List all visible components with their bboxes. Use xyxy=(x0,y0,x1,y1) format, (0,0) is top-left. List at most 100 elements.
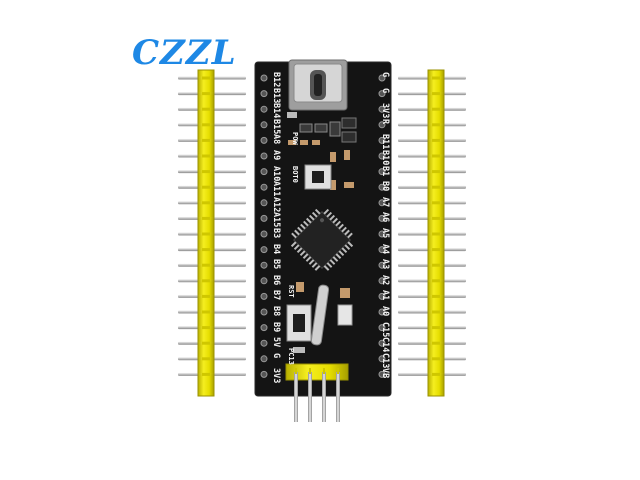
pin-label: B12 xyxy=(271,72,281,88)
pin-label: C15 xyxy=(380,321,390,337)
pin-hole xyxy=(378,355,386,363)
pin-label: A5 xyxy=(380,228,390,239)
pin-hole xyxy=(378,121,386,129)
pin-hole xyxy=(378,90,386,98)
pin-label: B8 xyxy=(271,306,281,317)
pin-hole xyxy=(260,277,268,285)
usb-c-connector xyxy=(288,59,348,111)
pin-label: B13 xyxy=(271,87,281,103)
pin-label: 3V3 xyxy=(271,368,281,384)
pin-hole xyxy=(378,246,386,254)
pcb-board xyxy=(254,59,392,397)
pin-label: A7 xyxy=(380,196,390,208)
pin-hole xyxy=(260,214,268,222)
pin-label: B3 xyxy=(271,228,281,239)
rst-label: RST xyxy=(287,285,295,298)
pin-hole xyxy=(260,199,268,207)
pin-label: A11 xyxy=(271,181,281,197)
pin-hole xyxy=(260,105,268,113)
pin-label: A6 xyxy=(380,212,390,223)
pin-label: C14 xyxy=(380,337,390,353)
pin-label: R xyxy=(380,118,390,124)
pin-hole xyxy=(378,105,386,113)
pin-label: A8 xyxy=(271,134,281,145)
pin-label: VB xyxy=(380,368,390,379)
pin-label: A12 xyxy=(271,196,281,213)
pin-hole xyxy=(260,74,268,82)
pin-hole xyxy=(260,121,268,129)
pin-label: G xyxy=(380,87,390,93)
pc13-label: PC13 xyxy=(287,348,295,365)
pin-hole xyxy=(260,324,268,332)
pin-hole xyxy=(378,230,386,238)
pin-label: G xyxy=(271,352,281,358)
pow-label: POW xyxy=(291,132,299,145)
pin-hole xyxy=(378,308,386,316)
pin-label: B6 xyxy=(271,274,281,286)
swd-pin xyxy=(294,372,298,422)
pin-hole xyxy=(260,230,268,238)
pin-hole xyxy=(260,90,268,98)
brand-logo: CZZL xyxy=(132,33,237,73)
pin-hole xyxy=(260,355,268,363)
pin-hole xyxy=(260,292,268,300)
pin-label: A9 xyxy=(271,150,281,161)
boot-label: BOT0 xyxy=(291,166,299,183)
pin-label: B15 xyxy=(271,118,281,135)
swd-pin xyxy=(336,372,340,422)
pin-label: A3 xyxy=(380,259,390,270)
pin-hole xyxy=(378,199,386,207)
pin-hole xyxy=(260,168,268,176)
pin-hole xyxy=(378,292,386,300)
pin-label: 3V3 xyxy=(380,103,390,119)
pin-hole xyxy=(260,152,268,160)
pin-hole xyxy=(378,136,386,144)
pin-hole xyxy=(378,183,386,191)
pin-label: B10 xyxy=(380,150,390,166)
left-pin-header xyxy=(178,69,246,397)
swd-pin xyxy=(322,372,326,422)
pin-hole xyxy=(378,168,386,176)
pin-label: B1 xyxy=(380,165,390,176)
pin-hole xyxy=(378,214,386,222)
pin-label: 5V xyxy=(271,337,281,348)
pin-label: B9 xyxy=(271,321,281,332)
pin-label: A10 xyxy=(271,165,281,181)
right-pin-header xyxy=(398,69,466,397)
pin-label: A0 xyxy=(380,306,390,317)
pin-hole xyxy=(260,261,268,269)
swd-pin xyxy=(308,372,312,422)
reset-button[interactable] xyxy=(286,304,312,342)
pin-hole xyxy=(378,152,386,160)
mcu-chip xyxy=(290,208,354,271)
pin-label: A15 xyxy=(271,212,281,228)
swd-pin-header xyxy=(285,363,349,422)
pin-label: B5 xyxy=(271,259,281,270)
pin-hole xyxy=(378,74,386,82)
crystal-oscillator xyxy=(310,284,330,346)
pin-label: A2 xyxy=(380,274,390,286)
pin-hole xyxy=(378,277,386,285)
pin-hole xyxy=(378,261,386,269)
pin-hole xyxy=(260,370,268,378)
boot-button[interactable] xyxy=(304,164,332,190)
pin-hole xyxy=(378,339,386,347)
pin-hole xyxy=(260,308,268,316)
pin-label: B11 xyxy=(380,134,390,150)
pin-label: A4 xyxy=(380,243,390,254)
pin-label: C13 xyxy=(380,352,390,369)
pin-label: B0 xyxy=(380,181,390,192)
pin-hole xyxy=(260,339,268,347)
pin-hole xyxy=(260,136,268,144)
pin-hole xyxy=(260,246,268,254)
pin-hole xyxy=(260,183,268,191)
pin-label: B4 xyxy=(271,243,281,254)
pin-label: G xyxy=(380,72,390,78)
smd-components xyxy=(287,112,357,190)
pin-label: A1 xyxy=(380,290,390,301)
pin-label: B14 xyxy=(271,103,281,119)
pin-label: B7 xyxy=(271,290,281,301)
pin-hole xyxy=(378,370,386,378)
